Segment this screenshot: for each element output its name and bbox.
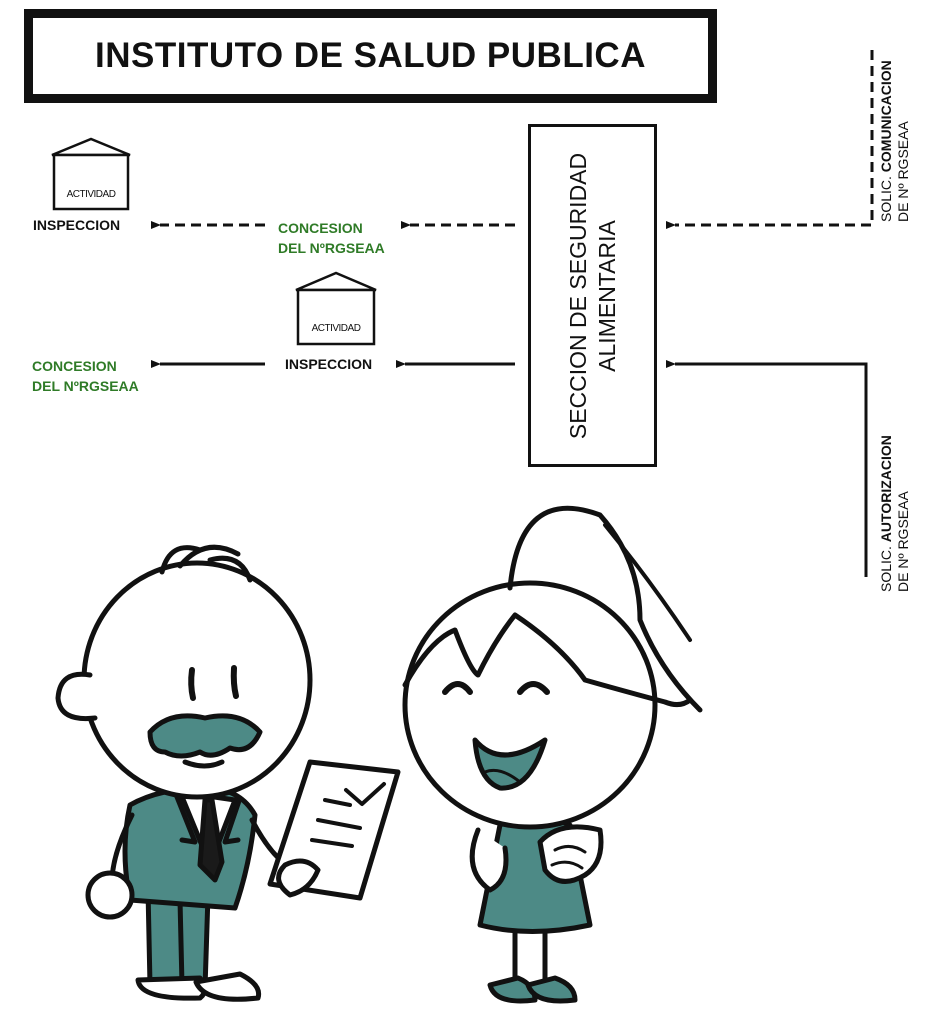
side-line-2: DE Nº RGSEAA <box>895 491 911 592</box>
solicitud-autorizacion-label: SOLIC. AUTORIZACION DE Nº RGSEAA <box>878 435 912 592</box>
concesion-line-2: DEL NºRGSEAA <box>278 240 385 256</box>
side-bold: COMUNICACION <box>878 60 894 173</box>
actividad-house-icon: ACTIVIDAD <box>50 137 132 212</box>
actividad-label: ACTIVIDAD <box>66 189 116 200</box>
side-prefix: SOLIC. <box>878 542 894 592</box>
solicitud-comunicacion-label: SOLIC. COMUNICACION DE Nº RGSEAA <box>878 60 912 222</box>
concesion-line-2: DEL NºRGSEAA <box>32 378 139 394</box>
inspeccion-label: INSPECCION <box>285 356 373 372</box>
concesion-line-1: CONCESION <box>278 220 363 236</box>
inspeccion-label: INSPECCION <box>33 217 121 233</box>
concesion-label: CONCESION DEL NºRGSEAA <box>278 218 385 258</box>
side-prefix: SOLIC. <box>878 172 894 222</box>
comunicacion-input-arrow <box>666 50 874 229</box>
concesion-line-1: CONCESION <box>32 358 117 374</box>
actividad-label: ACTIVIDAD <box>311 323 361 334</box>
actividad-house-icon: ACTIVIDAD <box>294 271 378 347</box>
concesion-label: CONCESION DEL NºRGSEAA <box>32 356 139 396</box>
seguridad-alimentaria-box: SECCION DE SEGURIDAD ALIMENTARIA <box>528 124 657 467</box>
side-line-2: DE Nº RGSEAA <box>895 121 911 222</box>
cartoon-illustration <box>55 505 703 1004</box>
page-title: INSTITUTO DE SALUD PUBLICA <box>95 36 646 75</box>
autorizacion-input-arrow <box>666 360 868 577</box>
title-box: INSTITUTO DE SALUD PUBLICA <box>24 9 717 103</box>
side-bold: AUTORIZACION <box>878 435 894 543</box>
